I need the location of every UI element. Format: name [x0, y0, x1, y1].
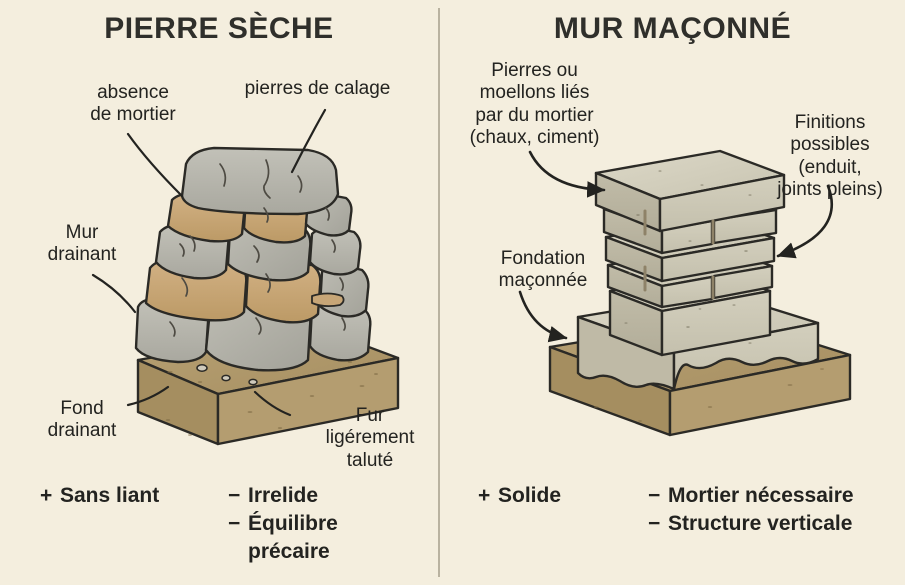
cons-list-left: − Irrelide − Équilibre précaire — [228, 482, 338, 566]
bullet-label: Sans liant — [60, 484, 160, 507]
list-item: + Sans liant — [40, 482, 159, 510]
cons-list-right: − Mortier nécessaire − Structure vertica… — [648, 482, 854, 538]
bullet-sign: − — [228, 484, 241, 507]
block-course-top — [594, 149, 786, 233]
pros-list-left: + Sans liant — [40, 482, 159, 510]
bullet-label: Équilibre précaire — [248, 512, 338, 564]
bullet-sign: − — [228, 512, 241, 536]
list-item: + Solide — [478, 482, 561, 510]
panel-title-right: MUR MAÇONNÉ — [553, 12, 792, 45]
label-mur-drainant: Mur drainant — [47, 222, 117, 266]
panel-divider — [438, 8, 440, 577]
list-item: − Mortier nécessaire — [648, 482, 854, 510]
bullet-sign: − — [648, 484, 661, 507]
dry-stone-wall-illustration — [50, 60, 430, 480]
bullet-label: Structure verticale — [668, 512, 853, 536]
label-finitions-possibles: Finitions possibles (enduit, joints plei… — [777, 112, 883, 201]
list-item: − Structure verticale — [648, 510, 854, 538]
leader-fruit-talute — [253, 390, 292, 417]
arrow-fondation — [518, 290, 568, 343]
label-absence-de-mortier: absence de mortier — [90, 82, 176, 126]
bullet-label: Mortier nécessaire — [668, 484, 854, 507]
list-item: − Irrelide — [228, 482, 338, 510]
leader-pierres-calage — [290, 108, 327, 174]
leader-fond-drainant — [126, 385, 170, 407]
bullet-sign: + — [40, 484, 53, 507]
bullet-label: Solide — [498, 484, 562, 507]
arrow-pierres-moellons — [528, 150, 606, 198]
label-fondation-maconnee: Fondation maçonnée — [498, 248, 588, 292]
bullet-label: Irrelide — [248, 484, 319, 507]
leader-absence-mortier — [126, 132, 184, 198]
leader-mur-drainant — [91, 273, 137, 314]
list-item: − Équilibre précaire — [228, 510, 338, 566]
label-fond-drainant: Fond drainant — [47, 398, 117, 442]
pros-list-right: + Solide — [478, 482, 561, 510]
bullet-sign: + — [478, 484, 491, 507]
label-fruit-legerement-talute: Fur ligérement taluté — [325, 405, 415, 471]
bullet-sign: − — [648, 512, 661, 536]
panel-title-left: PIERRE SÈCHE — [104, 12, 334, 45]
label-pierres-de-calage: pierres de calage — [244, 78, 391, 99]
arrow-finitions — [776, 184, 834, 259]
masonry-wall-illustration — [450, 55, 900, 480]
label-pierres-ou-moellons: Pierres ou moellons liés par du mortier … — [469, 60, 600, 149]
